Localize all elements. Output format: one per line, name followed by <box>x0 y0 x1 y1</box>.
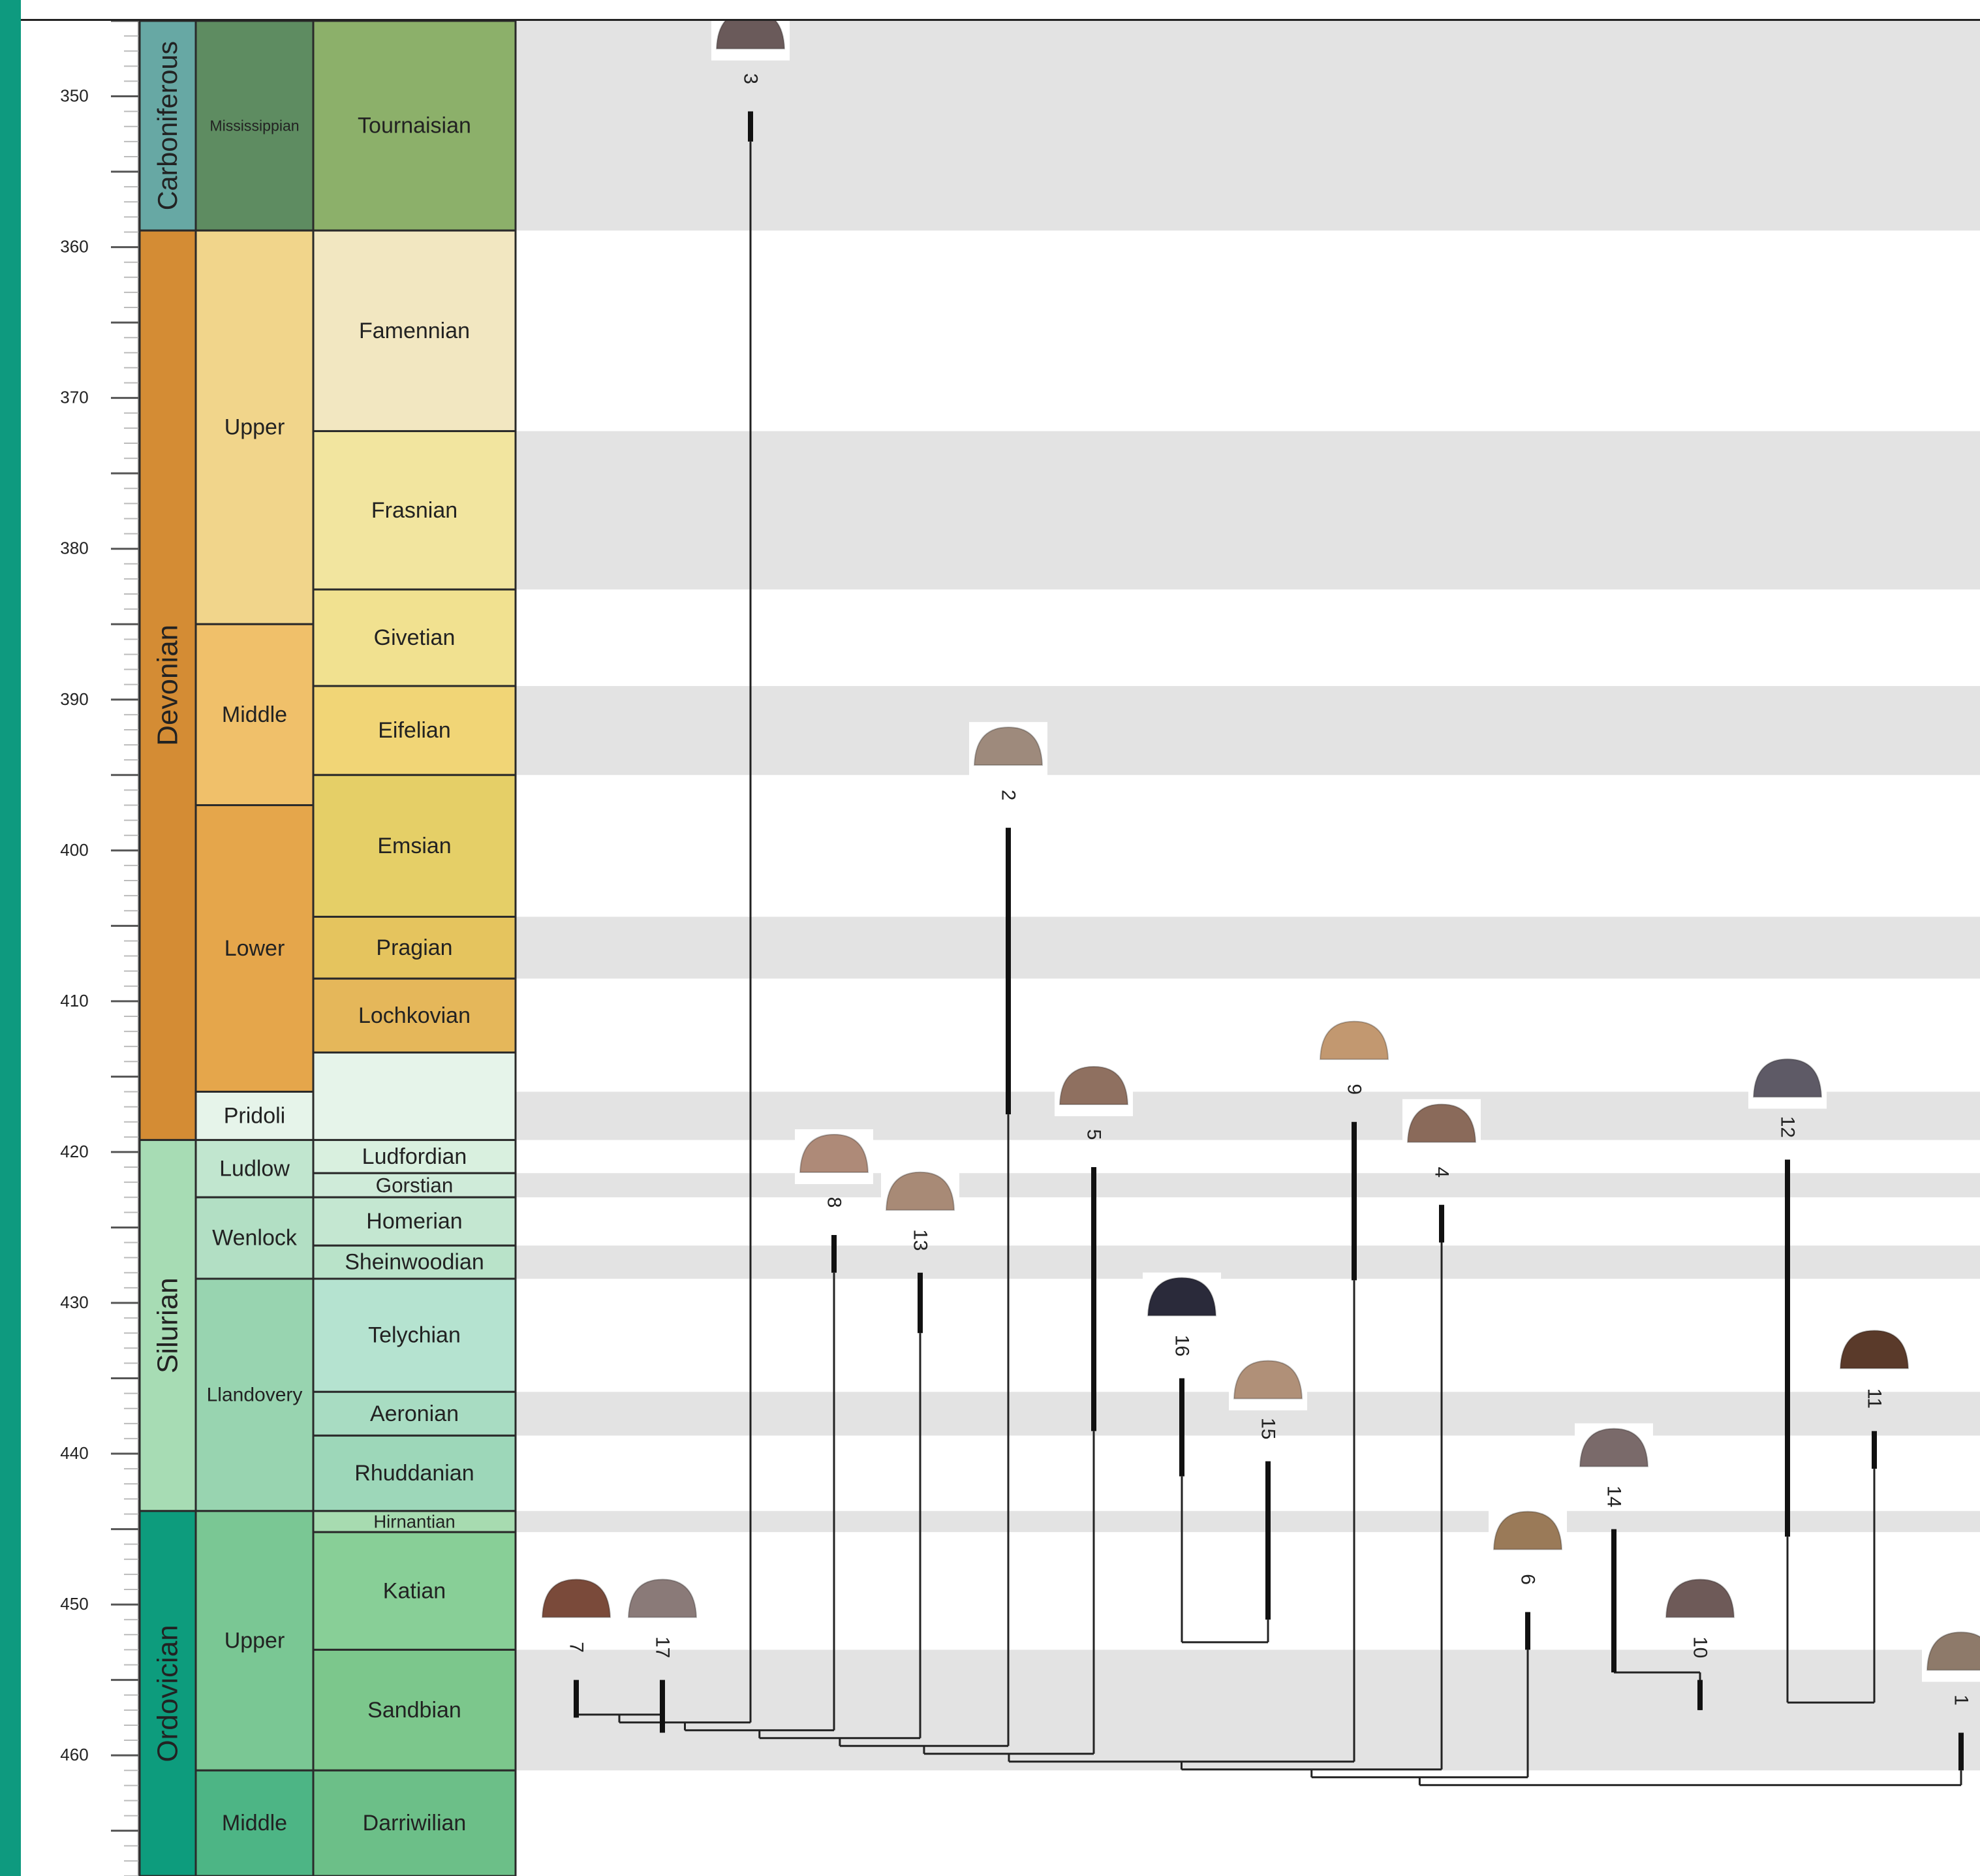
stage-label: Lochkovian <box>358 1003 471 1028</box>
stage-label: Sheinwoodian <box>345 1250 484 1275</box>
taxon-label-9: 9 <box>1344 1084 1365 1095</box>
stage-label: Hirnantian <box>373 1512 455 1532</box>
tick-label: 350 <box>60 86 88 106</box>
epoch-label: Upper <box>224 1629 285 1653</box>
stage-label: Sandbian <box>367 1698 461 1723</box>
stage-label: Frasnian <box>371 498 457 523</box>
taxon-label-4: 4 <box>1431 1166 1453 1178</box>
epoch-label: Pridoli <box>224 1103 285 1128</box>
taxon-label-2: 2 <box>998 790 1019 801</box>
shaded-band-6 <box>516 1173 1980 1197</box>
taxon-label-5: 5 <box>1083 1129 1105 1140</box>
stage-label: Homerian <box>366 1209 462 1234</box>
shaded-band-9 <box>516 1511 1980 1532</box>
taxon-label-16: 16 <box>1171 1335 1193 1356</box>
stage-label: Emsian <box>377 834 451 858</box>
tick-label: 380 <box>60 539 88 558</box>
period-label: Silurian <box>152 1277 184 1373</box>
stage-label: Darriwilian <box>363 1811 467 1836</box>
taxon-label-12: 12 <box>1777 1116 1799 1138</box>
stage-label: Aeronian <box>370 1401 459 1426</box>
shaded-band-4 <box>516 916 1980 978</box>
taxon-label-11: 11 <box>1864 1388 1885 1409</box>
shaded-band-3 <box>516 686 1980 775</box>
epoch-label: Llandovery <box>207 1384 303 1405</box>
tick-label: 400 <box>60 840 88 860</box>
shaded-band-7 <box>516 1245 1980 1279</box>
stage-label: Famennian <box>359 319 470 343</box>
tick-label: 440 <box>60 1443 88 1463</box>
taxon-label-3: 3 <box>740 73 762 84</box>
stage-cell-blank <box>313 1052 516 1140</box>
tick-label: 420 <box>60 1142 88 1161</box>
stage-label: Rhuddanian <box>354 1461 474 1486</box>
epoch-label: Mississippian <box>209 117 299 134</box>
taxon-label-8: 8 <box>824 1197 845 1208</box>
period-label: Carboniferous <box>153 41 183 210</box>
stage-label: Tournaisian <box>358 114 471 138</box>
taxon-label-1: 1 <box>1951 1695 1972 1706</box>
shaded-band-2 <box>516 431 1980 589</box>
epoch-label: Middle <box>222 702 287 727</box>
tick-label: 450 <box>60 1594 88 1614</box>
taxon-label-13: 13 <box>910 1229 931 1251</box>
epoch-label: Lower <box>224 936 285 961</box>
stage-label: Eifelian <box>378 718 451 743</box>
stage-label: Gorstian <box>376 1174 454 1196</box>
tick-label: 390 <box>60 689 88 709</box>
stage-label: Katian <box>383 1578 446 1603</box>
left-accent-bar <box>0 0 21 1876</box>
period-label: Ordovician <box>152 1625 184 1762</box>
epoch-column: MississippianUpperMiddleLowerPridoliLudl… <box>196 21 313 1876</box>
taxon-label-6: 6 <box>1517 1574 1539 1585</box>
epoch-label: Ludlow <box>219 1156 290 1181</box>
stage-label: Telychian <box>368 1323 461 1348</box>
tick-label: 360 <box>60 237 88 257</box>
tick-label: 370 <box>60 388 88 407</box>
epoch-label: Middle <box>222 1811 287 1836</box>
taxon-label-10: 10 <box>1690 1636 1711 1658</box>
stage-label: Givetian <box>374 625 456 650</box>
stage-column: TournaisianFamennianFrasnianGivetianEife… <box>313 21 516 1876</box>
epoch-label: Wenlock <box>212 1226 298 1251</box>
trilobite-specimen-icon <box>717 21 784 49</box>
epoch-label: Upper <box>224 415 285 440</box>
stage-label: Pragian <box>376 935 452 960</box>
period-label: Devonian <box>152 625 184 746</box>
shaded-band-10 <box>516 1649 1980 1770</box>
taxon-label-7: 7 <box>566 1642 587 1653</box>
stage-label: Ludfordian <box>362 1144 467 1169</box>
top-frame <box>21 0 1980 21</box>
tick-label: 410 <box>60 991 88 1010</box>
tick-label: 460 <box>60 1745 88 1764</box>
taxon-label-17: 17 <box>652 1636 673 1658</box>
taxon-label-15: 15 <box>1258 1418 1279 1439</box>
taxon-label-14: 14 <box>1603 1486 1625 1507</box>
phylogeny-timescale-chart: 350360370380390400410420430440450460 Car… <box>21 21 1980 1876</box>
tick-label: 430 <box>60 1292 88 1312</box>
